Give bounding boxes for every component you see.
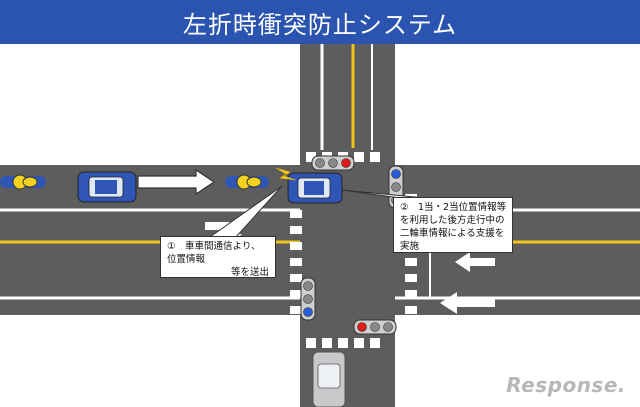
traffic-signal-icon (300, 277, 316, 321)
motorcycle-icon (225, 174, 269, 190)
car-icon (312, 351, 346, 407)
callout-text: 位置情報 (167, 254, 206, 265)
arrow-icon (137, 168, 216, 196)
car-icon (287, 172, 343, 204)
motorcycle-icon (0, 174, 46, 190)
response-watermark: Response. (506, 373, 626, 397)
callout-text: ① 車車間通信より、 (167, 241, 261, 252)
traffic-signal-icon (353, 319, 397, 335)
page-title: 左折時衝突防止システム (182, 10, 458, 39)
callout-text: 実施 (400, 241, 420, 252)
traffic-signal-icon (311, 155, 355, 171)
callout-text: を利用した後方走行中の (400, 215, 505, 226)
callout-vehicle-communication: ① 車車間通信より、 位置情報 等を送出 (160, 236, 276, 278)
car-icon (77, 171, 137, 203)
callout-text: 二輪車情報による支援を (400, 228, 505, 239)
vertical-road (300, 44, 395, 407)
lightning-icon (275, 167, 297, 181)
callout-text: 等を送出 (230, 267, 269, 278)
title-banner: 左折時衝突防止システム (0, 0, 640, 44)
callout-support-info: ② 1当・2当位置情報等 を利用した後方走行中の 二輪車情報による支援を 実施 (393, 197, 513, 253)
crosswalk-bottom (306, 338, 380, 348)
arrow-icon (440, 252, 495, 314)
callout-text: ② 1当・2当位置情報等 (400, 202, 507, 213)
